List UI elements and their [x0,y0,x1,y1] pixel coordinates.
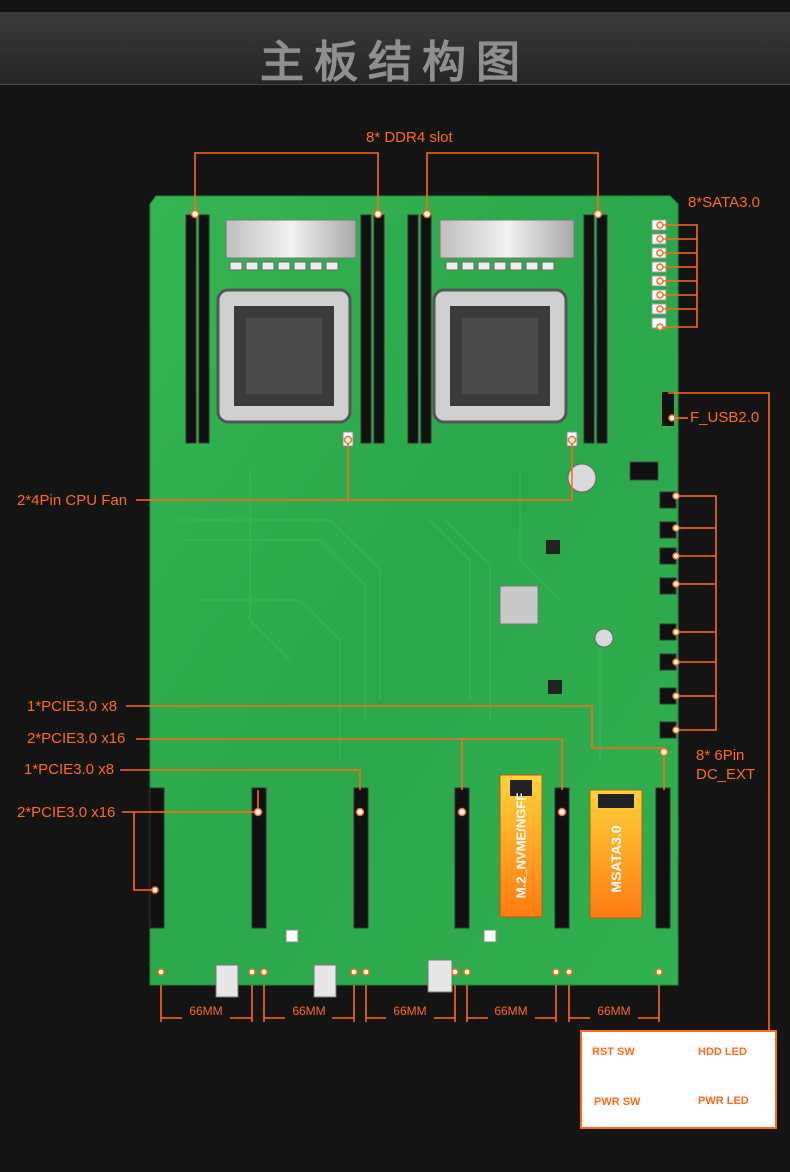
cpu-fan-label: 2*4Pin CPU Fan [17,492,128,509]
dimension-label: 66MM [292,1004,326,1018]
chip [548,680,562,694]
callout-lines [120,152,770,1030]
pwr-sw-label: PWR SW [594,1096,641,1108]
msata-slot [589,789,643,919]
dimension-label: 66MM [393,1004,427,1018]
cpu-socket-right [432,288,568,424]
pcie-x16-label-a: 2*PCIE3.0 x16 [27,730,126,747]
pcie-x8-label-b: 1*PCIE3.0 x8 [24,761,115,778]
buzzer [594,628,614,648]
dimension-label: 66MM [494,1004,528,1018]
dc-ext-label-line2: DC_EXT [696,766,756,783]
dc-ext-connectors [659,491,677,739]
pcie-x8-label-a: 1*PCIE3.0 x8 [27,698,118,715]
ddr4-slot-label: 8* DDR4 slot [366,129,453,146]
rst-sw-label: RST SW [592,1046,635,1058]
sata-label: 8*SATA3.0 [688,194,760,211]
title-band: 主板结构图 [0,12,790,88]
m2-slot [499,774,543,918]
debug-led [629,461,659,481]
pcie-x16-label-b: 2*PCIE3.0 x16 [17,804,116,821]
f-usb-label: F_USB2.0 [690,409,760,426]
front-panel-legend: RST SW HDD LED PWR SW PWR LED [580,1030,777,1129]
usb-ports-bottom [215,959,453,998]
ddr4-slots [185,214,608,444]
fan-headers-bottom [285,929,497,943]
hdd-led-label: HDD LED [698,1046,747,1058]
pch-heatsink [499,585,539,625]
page-title: 主板结构图 [260,37,530,88]
dimension-label: 66MM [189,1004,223,1018]
pcie-slots [149,787,671,929]
dimension-label: 66MM [597,1004,631,1018]
pwr-led-label: PWR LED [698,1095,749,1107]
dc-ext-label-line1: 8* 6Pin [696,747,745,764]
m2-connector [510,780,532,796]
chip [546,540,560,554]
cmos-battery [567,463,597,493]
pcb-traces [175,470,601,760]
msata-connector [598,794,634,808]
m2-slot-label: M.2_NVME/NGFF [513,792,529,899]
callout-dots [151,209,680,976]
cpu-socket-left [216,288,352,424]
vrm-heatsinks [225,219,575,271]
msata-slot-label: MSATA3.0 [608,825,624,893]
